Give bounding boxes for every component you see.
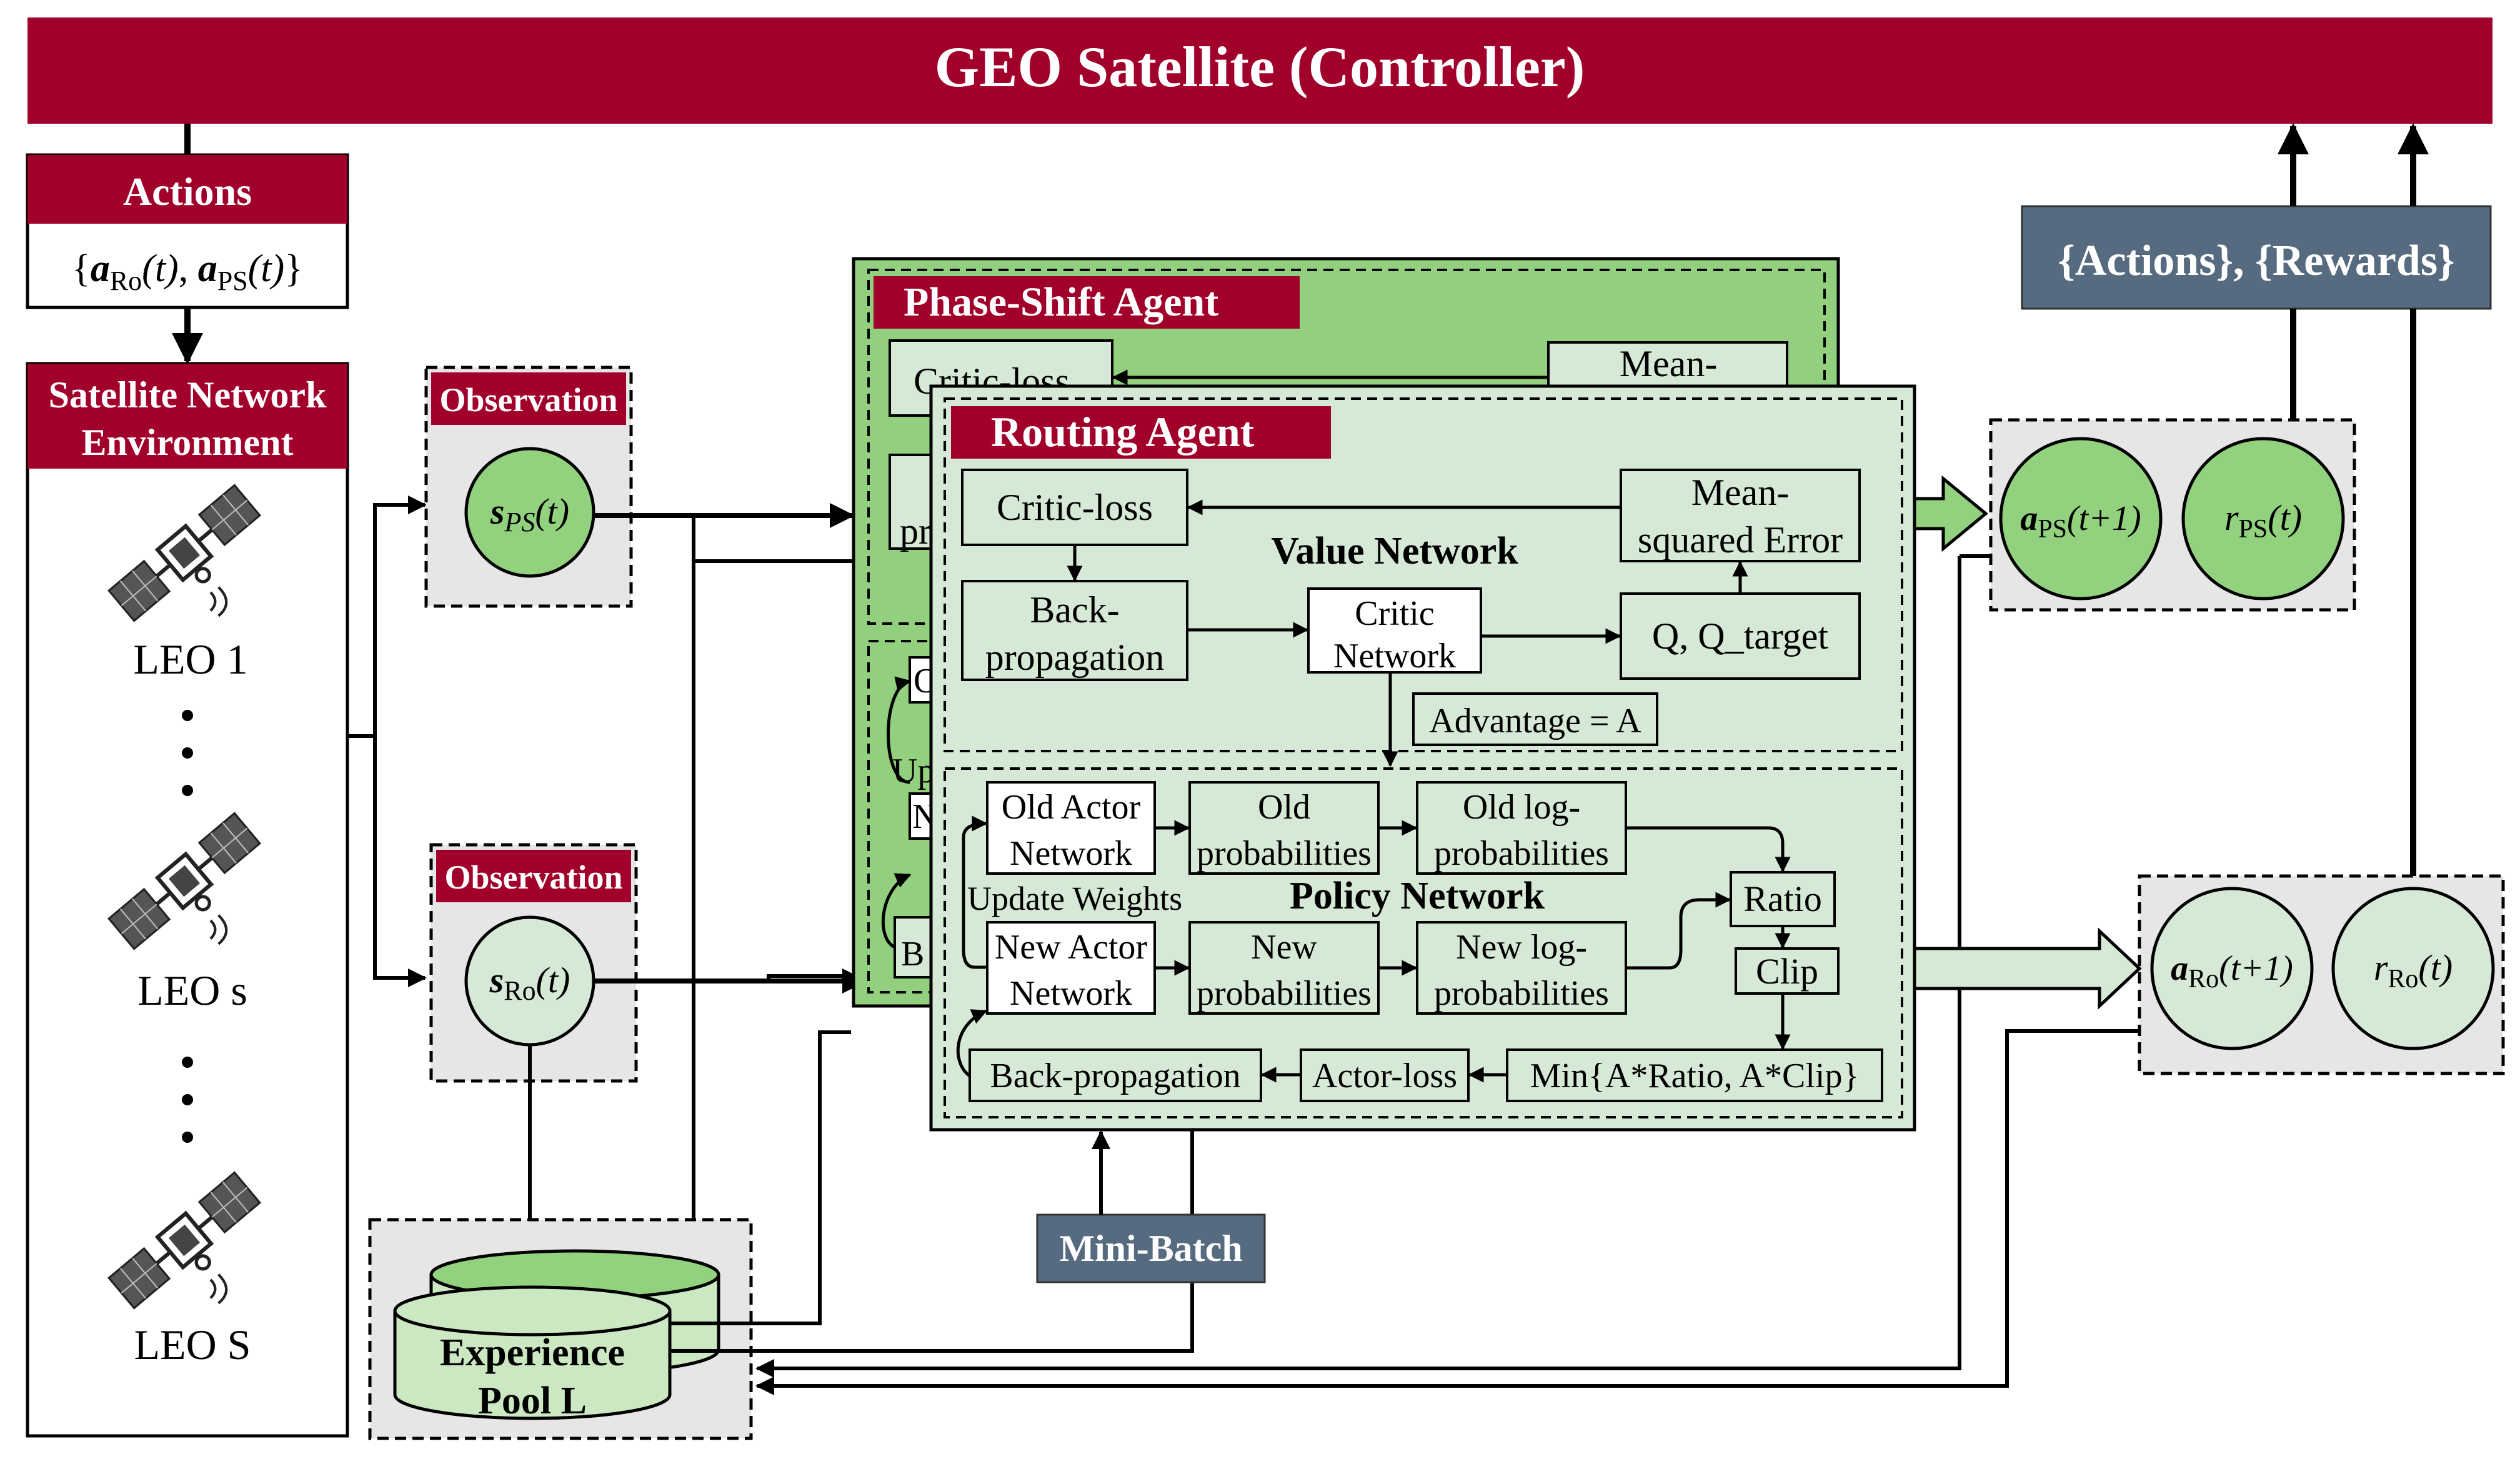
ps-backprop-partial: pr	[900, 510, 931, 552]
geo-satellite-title: GEO Satellite (Controller)	[935, 35, 1585, 99]
old-prob-line1: Old	[1258, 788, 1310, 827]
policy-network-section	[944, 767, 1903, 1118]
ps-mse-label: Mean-	[1620, 343, 1718, 384]
backprop-label-line2: propagation	[985, 637, 1165, 678]
actor-loss-label: Actor-loss	[1312, 1057, 1457, 1095]
backprop-label-line1: Back-	[1030, 589, 1119, 630]
output-ps-action-node	[1999, 437, 2163, 600]
new-actor-line1: New Actor	[995, 928, 1148, 967]
output-ro-action-node	[2150, 887, 2314, 1050]
min-ratio-clip-box	[1506, 1048, 1883, 1102]
actions-rewards-label: {Actions}, {Rewards}	[2058, 237, 2454, 285]
environment-header	[27, 364, 347, 469]
old-actor-line2: Network	[1010, 834, 1132, 873]
new-logprob-line2: probabilities	[1434, 974, 1609, 1013]
output-ro-reward-label: rRo(t)	[2374, 947, 2453, 993]
old-log-probabilities-box	[1416, 781, 1627, 875]
old-logprob-line2: probabilities	[1434, 834, 1609, 873]
new-prob-line2: probabilities	[1197, 974, 1372, 1013]
new-actor-line2: Network	[1010, 974, 1132, 1013]
actions-header-label: Actions	[123, 169, 252, 214]
experience-pool-line1: Experience	[440, 1332, 625, 1374]
observation-ps-title: Observation	[439, 381, 617, 419]
q-target-box	[1620, 592, 1861, 680]
new-actor-network-box	[986, 921, 1156, 1015]
new-logprob-line1: New log-	[1456, 928, 1587, 967]
output-ps-reward-node	[2181, 437, 2345, 600]
mse-label-line2: squared Error	[1638, 519, 1843, 560]
mini-batch-box	[1036, 1213, 1266, 1283]
new-prob-line1: New	[1251, 928, 1317, 967]
value-network-title: Value Network	[1271, 530, 1518, 572]
old-actor-line1: Old Actor	[1002, 788, 1141, 827]
phase-shift-title: Phase-Shift Agent	[904, 279, 1218, 325]
actor-loss-box	[1300, 1048, 1470, 1102]
old-probabilities-box	[1188, 781, 1380, 875]
min-ratio-clip-label: Min{A*Ratio, A*Clip}	[1530, 1057, 1860, 1095]
actions-rewards-box	[2021, 205, 2492, 310]
output-ro-action-label: aRo(t+1)	[2171, 949, 2293, 993]
old-prob-line2: probabilities	[1197, 834, 1372, 873]
mini-batch-label: Mini-Batch	[1059, 1228, 1242, 1269]
output-ps-reward-label: rPS(t)	[2224, 497, 2302, 544]
clip-label: Clip	[1756, 951, 1818, 992]
geo-satellite-bar	[27, 17, 2493, 124]
phase-shift-title-bar	[874, 276, 1300, 329]
vertical-ellipsis-dot	[182, 1057, 193, 1068]
obs-ro-label: sRo(t)	[489, 960, 570, 1006]
mse-label-line1: Mean-	[1691, 472, 1790, 513]
routing-agent-title: Routing Agent	[991, 408, 1255, 456]
obs-ps-label: sPS(t)	[490, 491, 569, 537]
critic-loss-box	[961, 469, 1188, 546]
block-arrow-ps-output	[1913, 475, 1988, 552]
leo-S-label: LEO S	[134, 1321, 251, 1368]
actions-formula: {aRo(t), aPS(t)}	[72, 247, 303, 296]
vertical-ellipsis-dot	[182, 1132, 193, 1143]
observation-ps-header	[431, 372, 626, 425]
environment-header-line2: Environment	[82, 422, 294, 463]
actions-header	[27, 155, 347, 224]
policy-network-title: Policy Network	[1290, 875, 1545, 917]
update-weights-label: Update Weights	[967, 880, 1182, 917]
ps-update-weights-partial: Up	[892, 752, 935, 790]
advantage-box	[1412, 692, 1658, 746]
backprop-bottom-label: Back-propagation	[990, 1057, 1240, 1095]
observation-ro-title: Observation	[444, 859, 622, 896]
obs-ps-node	[464, 447, 595, 578]
experience-pool-front-cylinder	[393, 1285, 672, 1420]
new-probabilities-box	[1188, 921, 1380, 1015]
new-log-probabilities-box	[1416, 921, 1627, 1015]
routing-agent-title-bar	[951, 406, 1331, 459]
leo-s-label: LEO s	[137, 967, 247, 1014]
value-network-section	[944, 397, 1903, 752]
observation-ro-header	[436, 850, 631, 902]
environment-header-line1: Satellite Network	[49, 374, 327, 416]
critic-loss-label: Critic-loss	[997, 487, 1153, 528]
clip-box	[1735, 947, 1840, 995]
ratio-label: Ratio	[1743, 879, 1822, 919]
advantage-label: Advantage = A	[1429, 702, 1641, 740]
vertical-ellipsis-dot	[182, 710, 193, 721]
block-arrow-ro-output	[1913, 927, 2142, 1010]
critic-network-line2: Network	[1333, 637, 1456, 675]
q-target-label: Q, Q_target	[1652, 615, 1828, 657]
output-ro-reward-node	[2331, 887, 2495, 1050]
experience-pool-line2: Pool L	[478, 1380, 587, 1422]
critic-network-line1: Critic	[1355, 594, 1435, 633]
backprop-box	[961, 580, 1188, 681]
vertical-ellipsis-dot	[182, 747, 193, 759]
mse-box	[1620, 469, 1861, 562]
leo-1-label: LEO 1	[133, 635, 247, 683]
vertical-ellipsis-dot	[182, 1094, 193, 1105]
ps-backprop-bottom-partial: B	[901, 935, 924, 974]
old-logprob-line1: Old log-	[1463, 788, 1580, 827]
output-ps-action-label: aPS(t+1)	[2020, 499, 2141, 544]
vertical-ellipsis-dot	[182, 785, 193, 796]
